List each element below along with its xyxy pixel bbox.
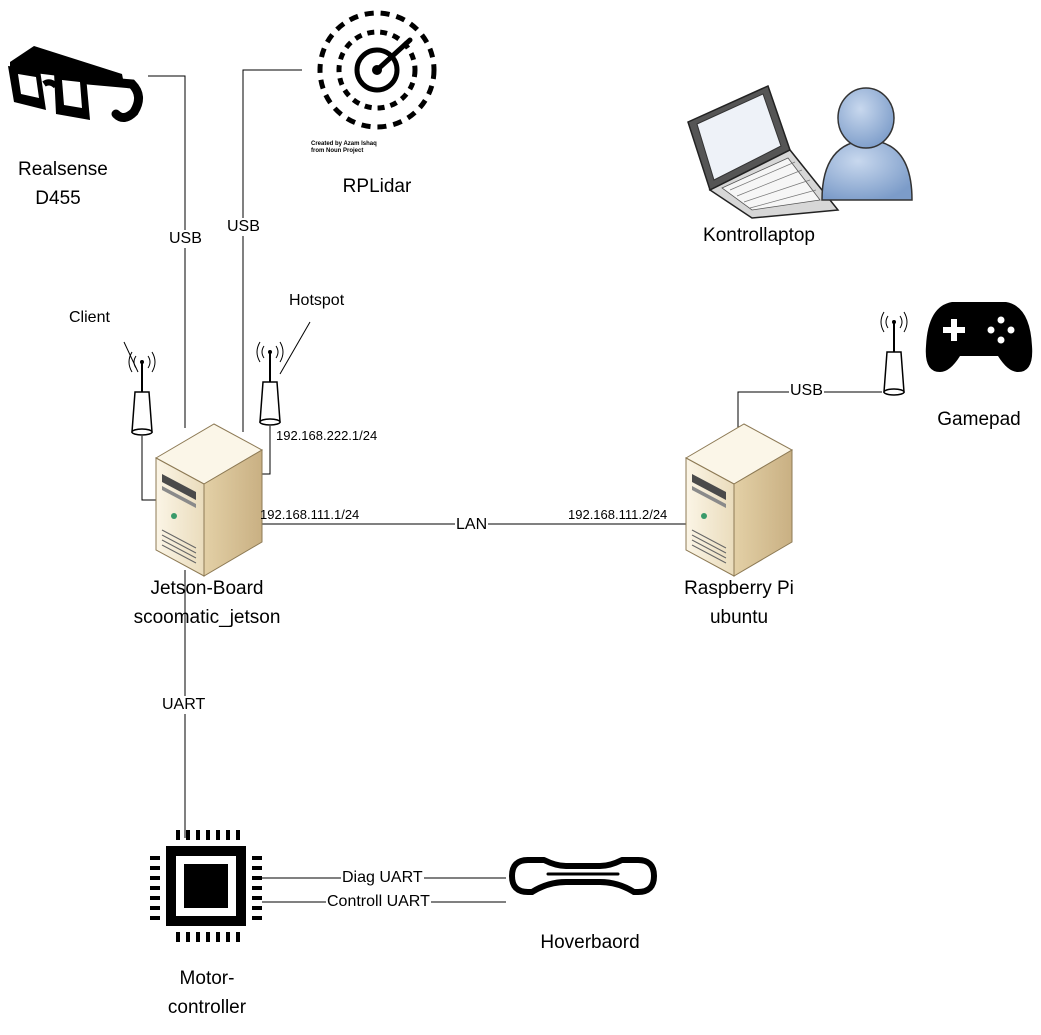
hoverboard-icon	[509, 857, 657, 895]
jetson-label: Jetson-Board scoomatic_jetson	[112, 574, 302, 632]
diag-uart-label: Diag UART	[341, 869, 424, 887]
rplidar-icon-credit: Created by Azam Ishaq from Noun Project	[311, 141, 377, 155]
motor-label-line2: controller	[167, 997, 247, 1018]
rplidar-usb-label: USB	[226, 218, 261, 236]
gamepad-antenna-icon	[880, 311, 908, 396]
gamepad-usb-line	[737, 391, 882, 428]
gamepad-label: Gamepad	[937, 409, 1021, 430]
rplidar-label: RPLidar	[342, 176, 412, 197]
realsense-usb-line	[148, 75, 186, 428]
user-person-icon	[821, 87, 913, 201]
hotspot-antenna-label: Hotspot	[289, 292, 345, 309]
motor-label-line1: Motor-	[179, 968, 235, 989]
raspberry-label-line1: Raspberry Pi	[684, 578, 794, 599]
client-antenna-icon	[128, 351, 156, 436]
motor-controller-label: Motor- controller	[150, 964, 264, 1022]
raspberry-label: Raspberry Pi ubuntu	[664, 574, 814, 632]
hotspot-ip-label: 192.168.222.1/24	[276, 428, 378, 443]
jetson-label-line2: scoomatic_jetson	[133, 607, 281, 628]
laptop-icon	[687, 84, 840, 219]
gamepad-usb-label: USB	[789, 382, 824, 400]
motor-controller-chip-icon	[150, 830, 262, 942]
gamepad-icon	[925, 302, 1033, 372]
rplidar-usb-line	[242, 69, 302, 432]
raspberry-label-line2: ubuntu	[709, 607, 769, 628]
jetson-server-icon	[154, 423, 264, 577]
lan-label: LAN	[455, 516, 489, 534]
realsense-label-line2: D455	[35, 188, 81, 209]
hotspot-pointer-line	[279, 321, 311, 375]
realsense-label-line1: Realsense	[18, 159, 108, 180]
jetson-lan-ip-label: 192.168.111.1/24	[260, 507, 360, 522]
raspberry-server-icon	[684, 423, 794, 577]
client-antenna-line	[141, 436, 156, 501]
rplidar-credit-line1: Created by Azam Ishaq	[311, 141, 377, 147]
raspberry-lan-ip-label: 192.168.111.2/24	[568, 507, 668, 522]
hoverboard-label: Hoverbaord	[540, 932, 640, 953]
realsense-label: Realsense D455	[18, 155, 108, 213]
uart-label: UART	[161, 696, 207, 714]
rplidar-credit-line2: from Noun Project	[311, 148, 364, 154]
realsense-glasses-icon	[8, 46, 143, 122]
realsense-usb-label: USB	[168, 230, 203, 248]
jetson-label-line1: Jetson-Board	[150, 578, 264, 599]
hotspot-antenna-icon	[256, 341, 284, 426]
controll-uart-label: Controll UART	[326, 893, 431, 911]
laptop-label: Kontrollaptop	[703, 225, 815, 246]
rplidar-icon	[317, 10, 437, 130]
client-antenna-label: Client	[69, 309, 110, 326]
